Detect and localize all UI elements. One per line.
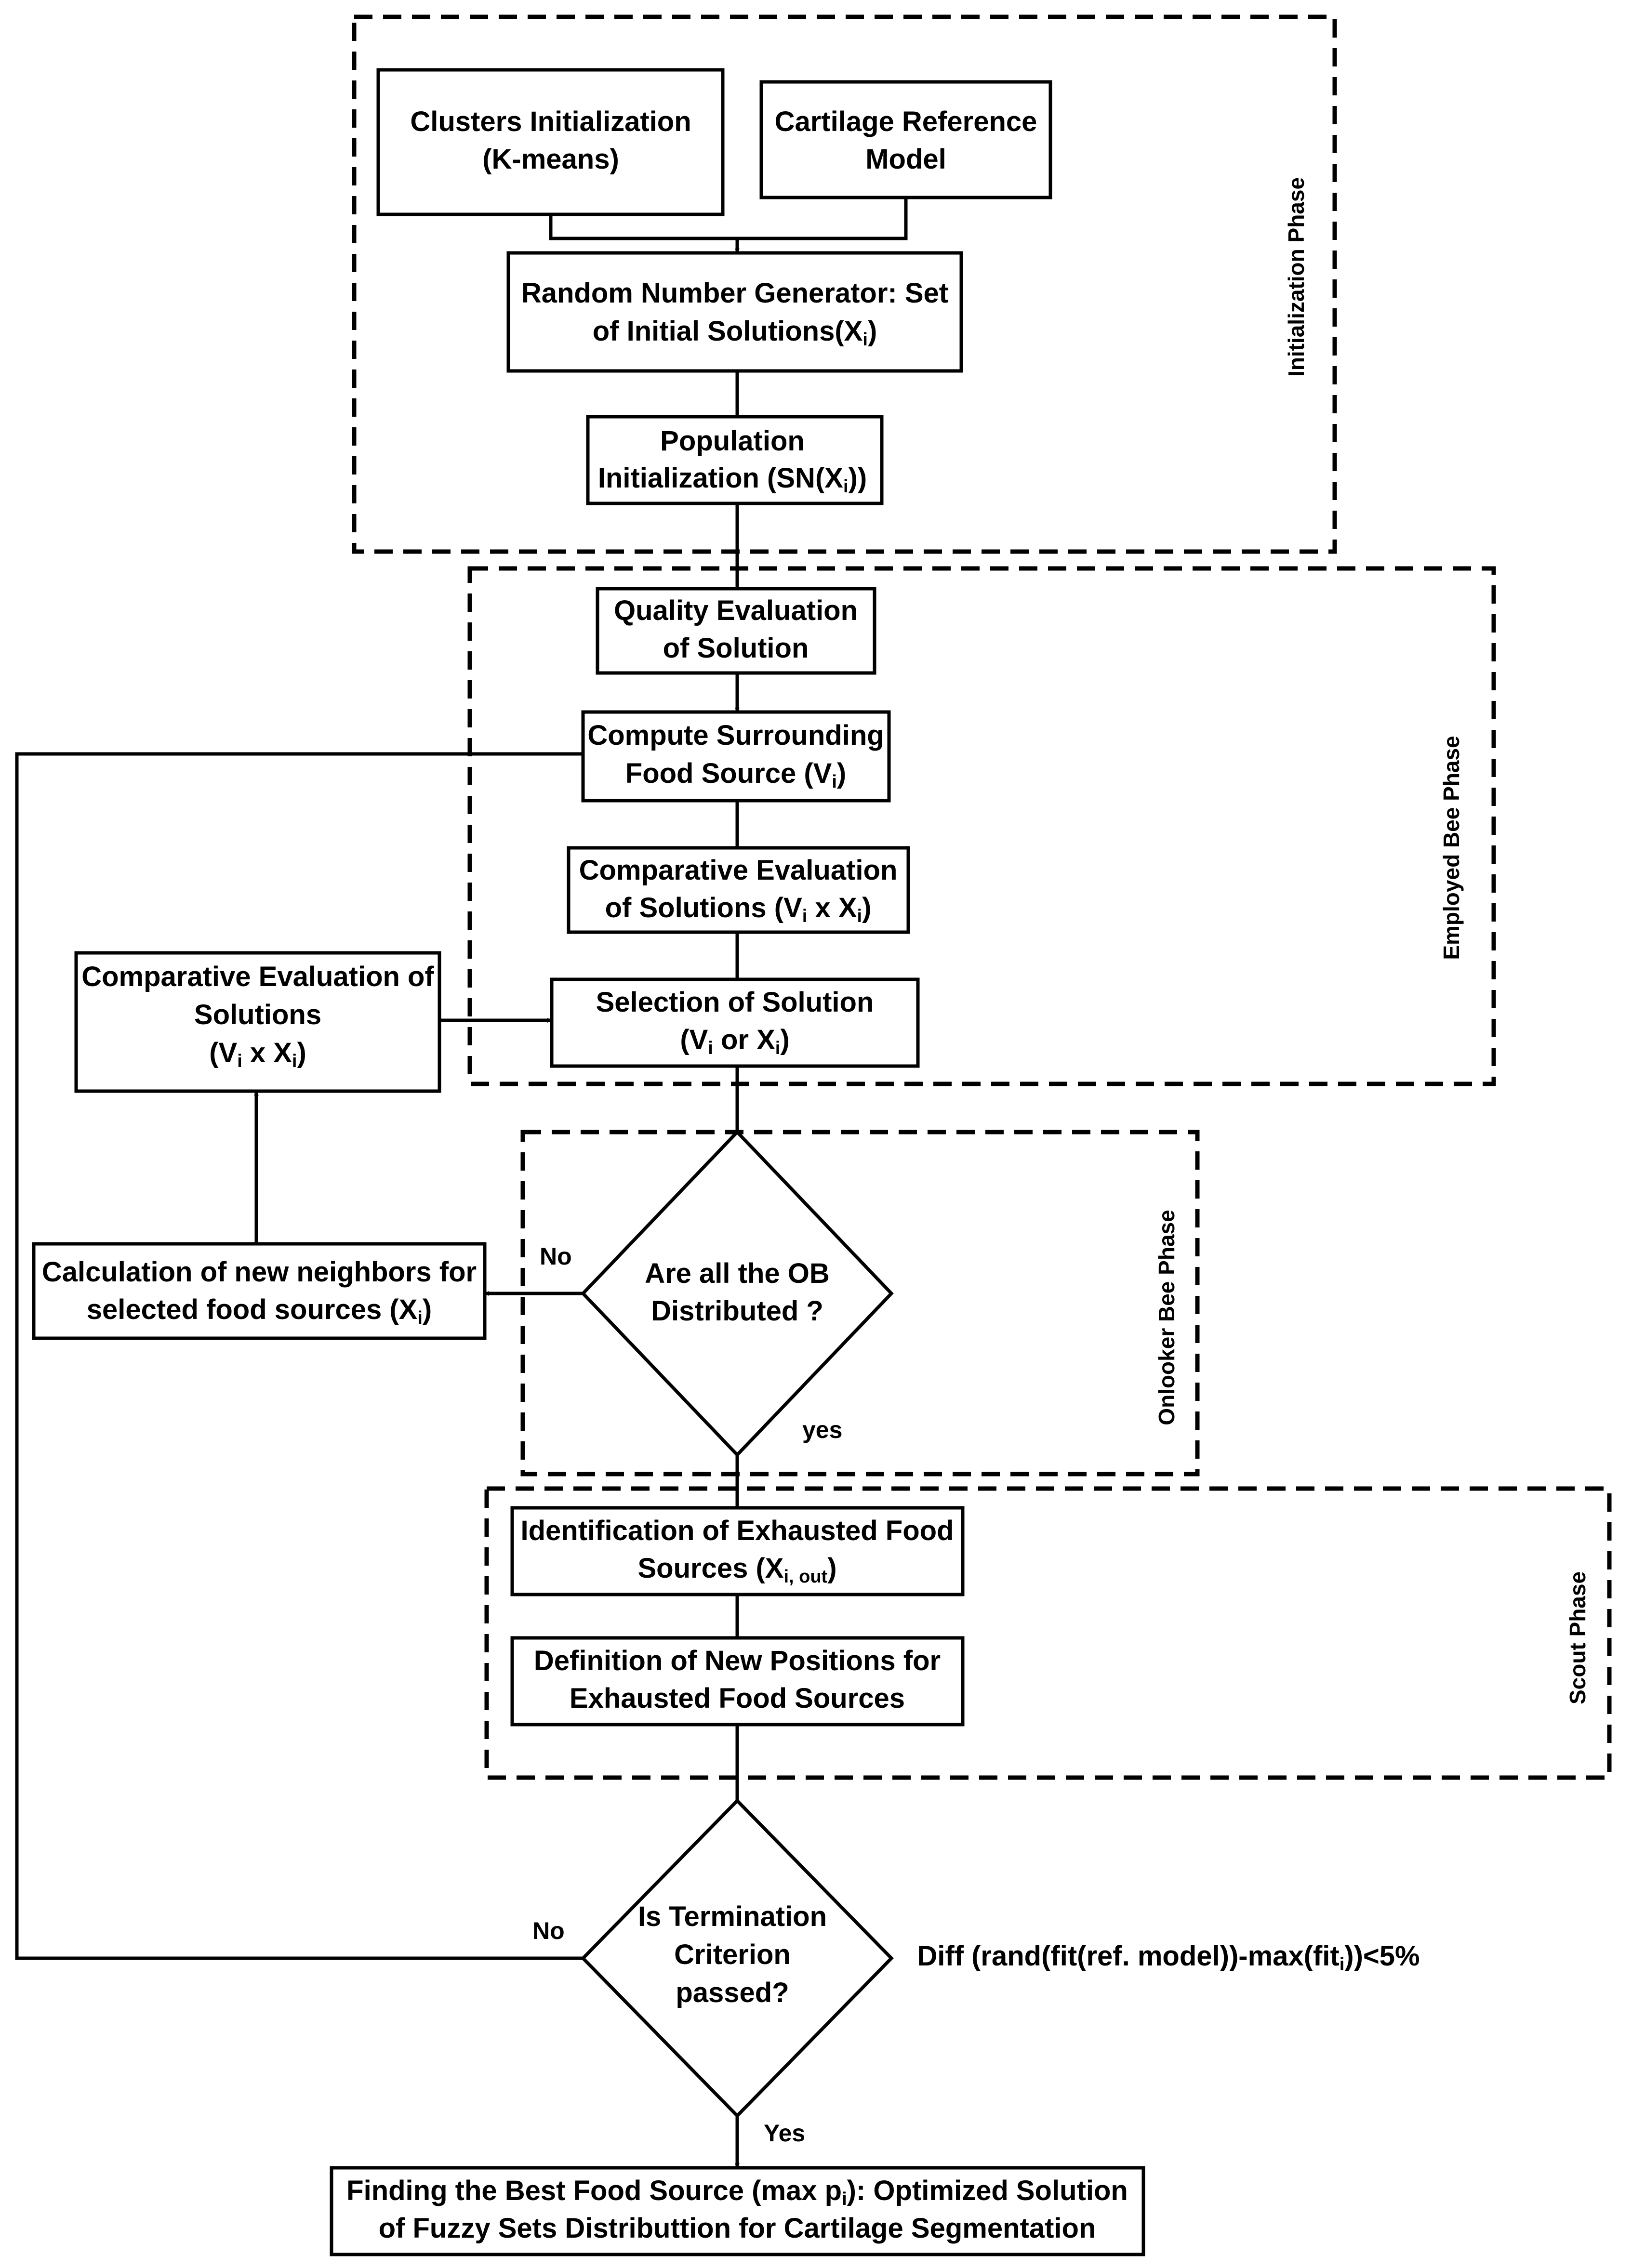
exhausted-identification-box (510, 1506, 965, 1596)
cartilage-reference-line2: Model (865, 144, 946, 175)
selection-line1: Selection of Solution (596, 987, 874, 1018)
exhausted-identification-line2: Sources (Xi, out) (637, 1553, 836, 1587)
initialization-phase-label: Initialization Phase (1284, 177, 1309, 377)
cartilage-reference-box (759, 80, 1052, 199)
compute-surrounding-line2: Food Source (Vi) (625, 758, 846, 792)
selection-line2: (Vi or Xi) (680, 1024, 789, 1058)
connector-termination-no-loop (15, 752, 583, 1960)
termination-criterion: Diff (rand(fit(ref. model))-max(fiti))<5… (917, 1940, 1420, 1975)
new-positions-line1: Definition of New Positions for (534, 1645, 941, 1676)
termination-line3: passed? (676, 1977, 789, 2008)
best-food-source-box (330, 2166, 1145, 2256)
ob-distributed-decision (581, 1129, 894, 1458)
quality-evaluation-line2: of Solution (663, 633, 809, 664)
compute-surrounding-box (581, 710, 891, 803)
clusters-initialization-line2: (K-means) (482, 144, 619, 175)
exhausted-identification-line1: Identification of Exhausted Food (521, 1515, 954, 1546)
termination-no-label: No (532, 1917, 565, 1944)
ob-decision-line1: Are all the OB (645, 1258, 830, 1289)
rng-line1: Random Number Generator: Set (521, 277, 948, 309)
initialization-phase-region (352, 14, 1337, 554)
connector-cartilage-down (737, 198, 908, 240)
scout-phase-region (484, 1486, 1612, 1780)
comparative-evaluation-line2: of Solutions (Vi x Xi) (605, 892, 872, 926)
best-food-source-line1: Finding the Best Food Source (max pi): O… (346, 2175, 1128, 2209)
clusters-initialization-line1: Clusters Initialization (410, 106, 691, 137)
comparative-evaluation-left-line3: (Vi x Xi) (209, 1037, 306, 1071)
rng-box (506, 251, 963, 373)
new-neighbors-line2: selected food sources (Xi) (87, 1294, 432, 1328)
comparative-evaluation-left-line2: Solutions (194, 999, 321, 1030)
new-positions-line2: Exhausted Food Sources (570, 1683, 905, 1714)
new-positions-box (510, 1636, 965, 1727)
comparative-evaluation-left-line1: Comparative Evaluation of (81, 961, 434, 992)
ob-yes-label: yes (802, 1416, 842, 1443)
clusters-initialization-box (376, 68, 725, 216)
onlooker-bee-phase-label: Onlooker Bee Phase (1154, 1210, 1179, 1425)
termination-line1: Is Termination (638, 1901, 827, 1932)
onlooker-bee-phase-region (520, 1130, 1200, 1477)
compute-surrounding-line1: Compute Surrounding (587, 720, 884, 751)
population-line1: Population (660, 425, 805, 457)
comparative-evaluation-box (567, 846, 910, 934)
ob-no-label: No (540, 1243, 572, 1270)
termination-yes-label: Yes (764, 2120, 805, 2147)
termination-decision (581, 1798, 894, 2119)
comparative-evaluation-line1: Comparative Evaluation (579, 855, 898, 886)
comparative-evaluation-left-box (74, 951, 441, 1093)
cartilage-reference-line1: Cartilage Reference (775, 106, 1037, 137)
employed-bee-phase-label: Employed Bee Phase (1439, 736, 1464, 960)
population-box (586, 415, 884, 505)
quality-evaluation-line1: Quality Evaluation (614, 595, 858, 626)
rng-line2: of Initial Solutions(Xi) (593, 316, 877, 350)
employed-bee-phase-region (467, 566, 1496, 1086)
new-neighbors-line1: Calculation of new neighbors for (42, 1256, 477, 1288)
connector-clusters-down (549, 214, 737, 240)
selection-box (550, 977, 920, 1068)
ob-decision-line2: Distributed ? (651, 1295, 823, 1327)
scout-phase-label: Scout Phase (1565, 1571, 1590, 1704)
quality-evaluation-box (596, 587, 876, 675)
best-food-source-line2: of Fuzzy Sets Distributtion for Cartilag… (379, 2213, 1096, 2244)
new-neighbors-box (32, 1242, 487, 1340)
population-line2: Initialization (SN(Xi)) (598, 462, 867, 497)
termination-line2: Criterion (674, 1939, 791, 1970)
